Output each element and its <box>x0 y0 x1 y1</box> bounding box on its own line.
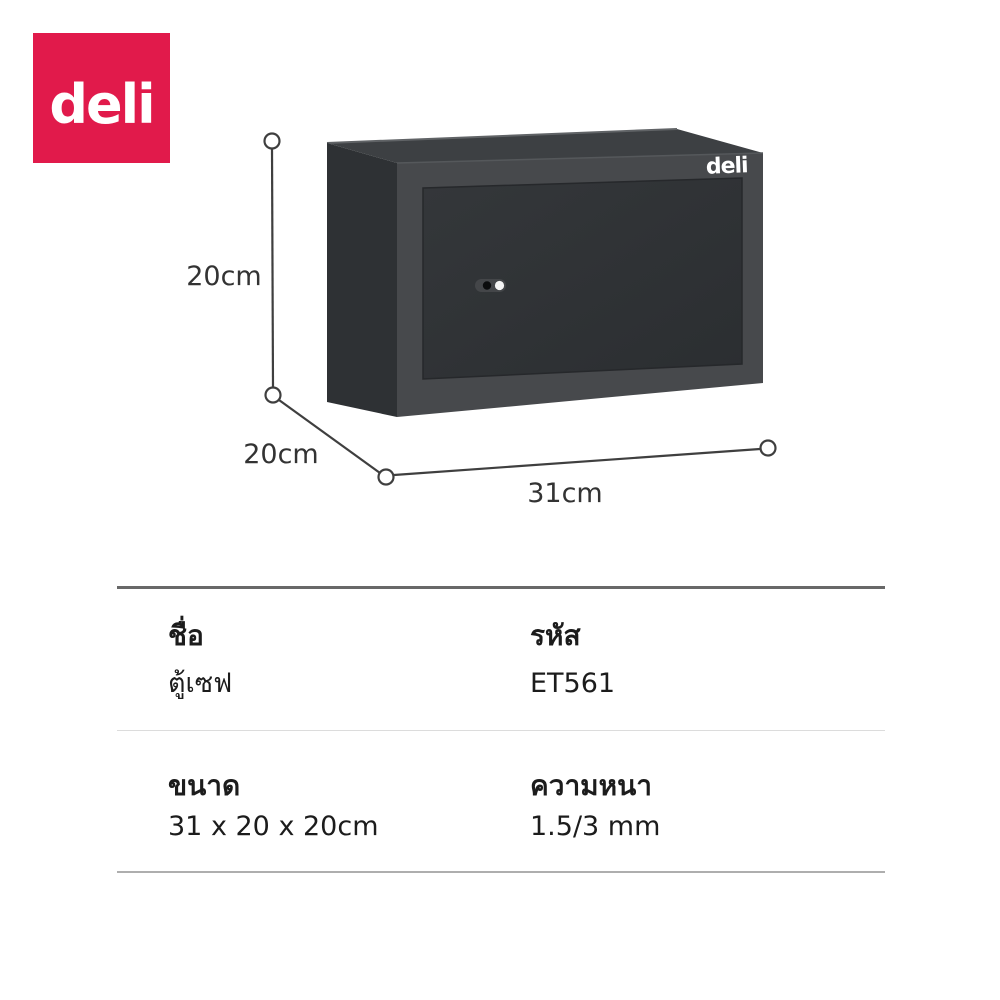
spec-thickness-value: 1.5/3 mm <box>530 811 661 842</box>
spec-name-label: ชื่อ <box>168 619 204 652</box>
width-dimension-line <box>393 447 761 477</box>
safe-top-edge-highlight <box>326 128 678 144</box>
depth-dimension-line <box>278 399 381 474</box>
safe-deli-logo-text: deli <box>705 153 748 179</box>
height-dimension-line <box>270 148 275 388</box>
spec-thickness-label: ความหนา <box>530 769 652 802</box>
safe-top-face <box>327 129 763 163</box>
keyhole-slot <box>482 281 492 290</box>
deli-brand-logo-text: deli <box>49 72 155 136</box>
deli-brand-logo: deli <box>33 33 170 163</box>
height-line-top-node <box>263 132 281 150</box>
safe-box: deli <box>326 128 764 417</box>
spec-size-value: 31 x 20 x 20cm <box>168 811 379 842</box>
safe-front-top-edge <box>396 152 764 164</box>
keyhole <box>475 279 506 292</box>
height-line-bottom-node <box>264 386 282 404</box>
height-dimension-label: 20cm <box>186 261 262 292</box>
depth-dimension-label: 20cm <box>243 439 319 470</box>
safe-side-face <box>327 143 397 417</box>
spec-code-value: ET561 <box>530 668 616 699</box>
spec-code-label: รหัส <box>530 619 581 652</box>
depth-line-end-node <box>377 468 395 486</box>
safe-door-panel <box>422 177 743 380</box>
spec-name-value: ตู้เซฟ <box>168 668 233 699</box>
divider-bottom <box>117 871 885 873</box>
divider-top <box>117 586 885 589</box>
width-dimension-label: 31cm <box>527 478 603 509</box>
width-line-end-node <box>759 439 777 457</box>
divider-middle <box>117 730 885 731</box>
keyhole-highlight <box>494 280 505 291</box>
dimension-callouts <box>263 132 777 486</box>
spec-size-label: ขนาด <box>168 769 241 802</box>
